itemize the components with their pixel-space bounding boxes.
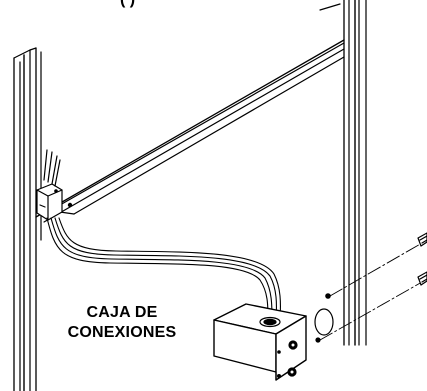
- top-label-fragment: ( ): [120, 0, 135, 9]
- junction-box: [213, 303, 307, 381]
- junction-box-label: CAJA DE CONEXIONES: [62, 303, 182, 343]
- wire-stubs: [43, 149, 61, 187]
- mounting-holes: [314, 293, 334, 343]
- clamp-block: [36, 183, 73, 221]
- label-line-2: CONEXIONES: [67, 324, 177, 341]
- left-post: [13, 47, 42, 391]
- top-bracket-line: [319, 3, 341, 11]
- mounting-screws: [417, 232, 427, 286]
- cross-bar: [35, 39, 345, 223]
- alignment-lines: [319, 242, 423, 341]
- label-line-1: CAJA DE: [86, 304, 158, 321]
- cable-bundle: [46, 217, 282, 321]
- right-post: [343, 0, 367, 346]
